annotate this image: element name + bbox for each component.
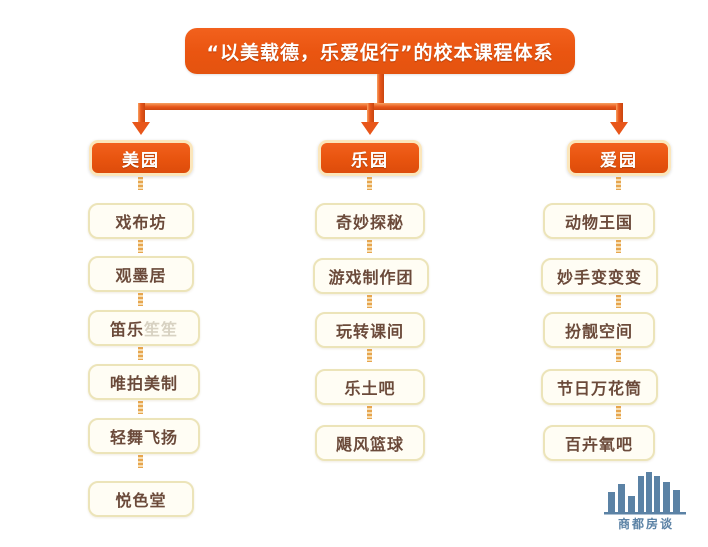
page-title: “以美载德，乐爱促行”的校本课程体系 <box>206 41 554 64</box>
item-box-c3-1[interactable]: 动物王国 <box>543 203 655 239</box>
item-connector <box>367 177 372 190</box>
item-connector <box>367 406 372 419</box>
item-connector <box>138 401 143 414</box>
item-label-head: 笛乐 <box>109 320 144 339</box>
item-label: 百卉氧吧 <box>564 435 633 454</box>
arrow-down-icon-column-2 <box>361 122 379 135</box>
connector-drop-column-3 <box>616 103 623 125</box>
category-label-1: 美园 <box>122 150 160 171</box>
diagram-title-box: “以美载德，乐爱促行”的校本课程体系 <box>185 28 575 74</box>
item-box-c2-4[interactable]: 乐土吧 <box>315 369 425 405</box>
building-skyline-icon <box>604 472 686 515</box>
item-label: 动物王国 <box>564 213 633 232</box>
arrow-down-icon-column-1 <box>132 122 150 135</box>
arrow-down-icon-column-3 <box>610 122 628 135</box>
item-label: 唯拍美制 <box>109 374 178 393</box>
item-label: 妙手变变变 <box>556 268 642 287</box>
item-connector <box>138 293 143 306</box>
item-box-c2-2[interactable]: 游戏制作团 <box>313 258 429 294</box>
connector-horizontal-bar <box>138 103 623 110</box>
item-label-tail: 笙笙 <box>144 320 179 339</box>
item-box-c2-1[interactable]: 奇妙探秘 <box>315 203 425 239</box>
item-connector <box>616 349 621 362</box>
category-label-3: 爱园 <box>600 150 638 171</box>
item-box-c3-2[interactable]: 妙手变变变 <box>541 258 658 294</box>
item-box-c1-4[interactable]: 唯拍美制 <box>88 364 200 400</box>
item-label: 游戏制作团 <box>328 268 414 287</box>
item-connector <box>616 177 621 190</box>
item-label: 悦色堂 <box>115 491 167 510</box>
item-connector <box>138 240 143 253</box>
item-label: 观墨居 <box>115 266 167 285</box>
item-connector <box>138 455 143 468</box>
item-connector <box>616 295 621 308</box>
watermark-label: 商都房谈 <box>617 517 674 531</box>
item-label: 玩转课间 <box>335 322 404 341</box>
item-connector <box>616 406 621 419</box>
item-box-c3-5[interactable]: 百卉氧吧 <box>543 425 655 461</box>
item-box-c1-1[interactable]: 戏布坊 <box>88 203 194 239</box>
connector-title-stem <box>377 74 384 106</box>
item-box-c1-3[interactable]: 笛乐笙笙 <box>88 310 200 346</box>
item-box-c3-4[interactable]: 节日万花筒 <box>541 369 658 405</box>
item-label: 扮靓空间 <box>564 322 633 341</box>
item-label: 戏布坊 <box>115 213 167 232</box>
connector-drop-column-1 <box>138 103 145 125</box>
item-box-c2-3[interactable]: 玩转课间 <box>315 312 425 348</box>
watermark: 商都房谈 <box>598 470 694 532</box>
category-box-1[interactable]: 美园 <box>89 140 193 176</box>
item-box-c1-2[interactable]: 观墨居 <box>88 256 194 292</box>
item-box-c2-5[interactable]: 飓风篮球 <box>315 425 425 461</box>
item-label: 笛乐笙笙 <box>110 316 178 340</box>
item-connector <box>367 295 372 308</box>
item-label: 乐土吧 <box>344 379 396 398</box>
item-label: 奇妙探秘 <box>335 213 404 232</box>
item-connector <box>367 240 372 253</box>
item-connector <box>367 349 372 362</box>
item-box-c1-6[interactable]: 悦色堂 <box>88 481 194 517</box>
item-box-c1-5[interactable]: 轻舞飞扬 <box>88 418 200 454</box>
item-label: 节日万花筒 <box>556 379 642 398</box>
category-label-2: 乐园 <box>351 150 389 171</box>
connector-drop-column-2 <box>367 103 374 125</box>
item-label: 飓风篮球 <box>335 435 404 454</box>
item-box-c3-3[interactable]: 扮靓空间 <box>543 312 655 348</box>
item-connector <box>616 240 621 253</box>
category-box-3[interactable]: 爱园 <box>567 140 671 176</box>
category-box-2[interactable]: 乐园 <box>318 140 422 176</box>
item-connector <box>138 177 143 190</box>
item-connector <box>138 347 143 360</box>
item-label: 轻舞飞扬 <box>109 428 178 447</box>
